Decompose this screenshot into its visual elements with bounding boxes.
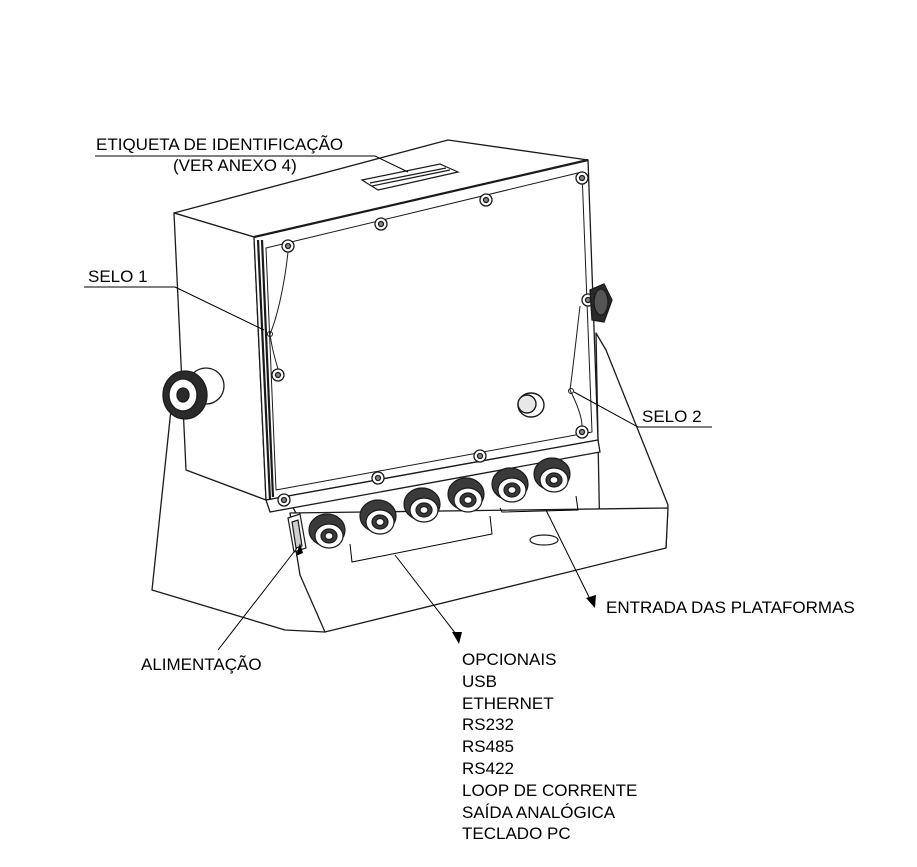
enclosure-left-side — [173, 212, 267, 501]
enclosure-bottom-lip — [265, 439, 601, 513]
opcionais-item: RS485 — [462, 737, 514, 757]
front-plug — [517, 392, 545, 418]
cable-glands — [308, 457, 571, 549]
right-knob — [589, 283, 613, 323]
base-hole — [529, 534, 559, 546]
power-connector — [287, 513, 307, 553]
label-etiqueta: ETIQUETA DE IDENTIFICAÇÃO — [96, 135, 344, 154]
opcionais-item: USB — [462, 671, 497, 691]
label-alimentacao: ALIMENTAÇÃO — [141, 655, 262, 674]
id-label-slot — [360, 163, 460, 191]
seal-wires — [267, 251, 583, 427]
label-selo-2: SELO 2 — [642, 407, 702, 426]
opcionais-item: LOOP DE CORRENTE — [462, 780, 638, 800]
front-screws — [271, 171, 595, 507]
opcionais-item: RS232 — [462, 715, 514, 735]
front-panel — [265, 171, 593, 491]
opcionais-title: OPCIONAIS — [462, 650, 557, 669]
opcionais-item: ETHERNET — [462, 693, 554, 713]
left-knob — [162, 367, 225, 420]
opcionais-item: SAÍDA ANALÓGICA — [462, 802, 616, 822]
label-etiqueta-ref: (VER ANEXO 4) — [173, 156, 297, 175]
opcionais-list: OPCIONAIS USB ETHERNET RS232 RS485 RS422… — [462, 649, 637, 845]
leader-lines — [84, 155, 712, 651]
stand-base-tray — [289, 507, 669, 633]
opcionais-item: RS422 — [462, 758, 514, 778]
label-selo-1: SELO 1 — [88, 267, 148, 286]
label-entrada-plataformas: ENTRADA DAS PLATAFORMAS — [606, 598, 855, 617]
leader-arrowheads — [296, 543, 596, 644]
opcionais-item: TECLADO PC — [462, 824, 571, 844]
